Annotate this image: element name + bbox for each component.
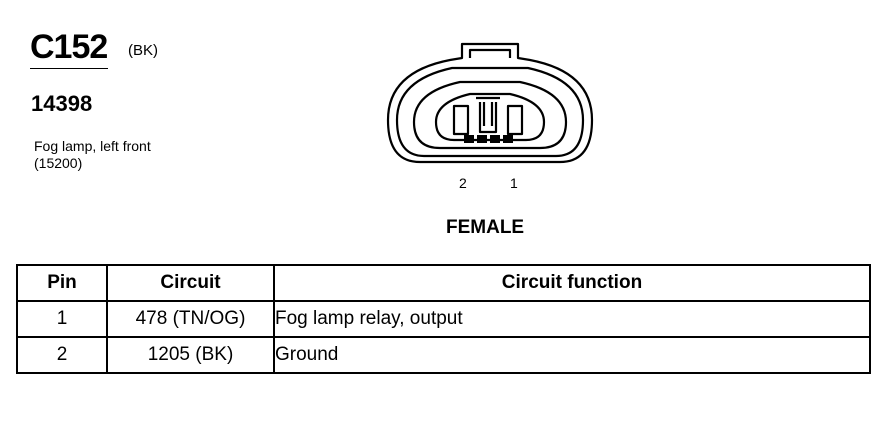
connector-color: (BK) [128,42,158,59]
connector-face-diagram [386,42,594,164]
cell-circuit: 1205 (BK) [106,336,275,374]
keying-post [478,102,498,134]
cell-pin: 1 [16,300,108,338]
description-line1: Fog lamp, left front [34,138,151,154]
cell-function: Ground [273,336,871,374]
connector-inner-shell [395,66,585,158]
table-header-row: Pin Circuit Circuit function [16,264,871,302]
part-number: 14398 [31,91,93,116]
connector-gender: FEMALE [446,217,525,238]
connector-insert [434,92,546,142]
title-rule [30,68,108,69]
header-circuit: Circuit [106,264,275,302]
connector-description: Fog lamp, left front (15200) [34,138,151,172]
cell-circuit: 478 (TN/OG) [106,300,275,338]
terminal-1 [506,104,524,136]
pin-label-2: 2 [459,175,467,191]
header-pin: Pin [16,264,108,302]
latch-tab [468,48,512,58]
description-line2: (15200) [34,155,83,171]
cell-pin: 2 [16,336,108,374]
connector-id: C152 [30,28,108,66]
table-row: 2 1205 (BK) Ground [16,336,871,374]
connector-outer-shell [386,42,594,164]
table-row: 1 478 (TN/OG) Fog lamp relay, output [16,300,871,338]
pin-label-1: 1 [510,175,518,191]
cell-function: Fog lamp relay, output [273,300,871,338]
pinout-table: Pin Circuit Circuit function 1 478 (TN/O… [16,264,871,374]
terminal-2 [452,104,470,136]
connector-cavity [412,80,568,150]
header-circuit-function: Circuit function [273,264,871,302]
